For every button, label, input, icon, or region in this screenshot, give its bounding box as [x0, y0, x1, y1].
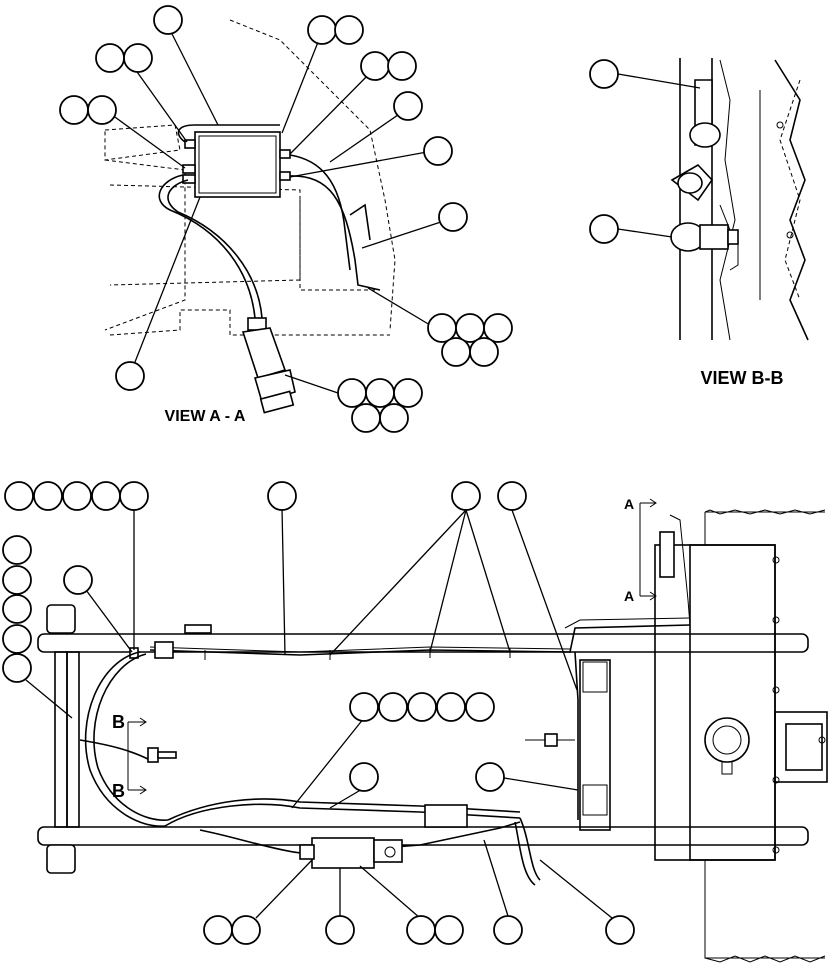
callout-bubble [589, 59, 619, 89]
valve-block-upper [424, 804, 468, 828]
callout-bubble [325, 915, 355, 945]
main-frame-view [2, 481, 828, 963]
callout-bubble [119, 481, 149, 511]
view-a-detail [59, 5, 513, 433]
callout-bubble [2, 594, 32, 624]
callout-bubble [434, 915, 464, 945]
section-mark-a-top: A [624, 496, 634, 512]
callout-bubble [2, 624, 32, 654]
callout-bubble [4, 481, 34, 511]
callout-bubble [63, 565, 93, 595]
valve-block-lower [311, 837, 375, 869]
callout-bubble [407, 692, 437, 722]
callout-bubble [465, 692, 495, 722]
section-mark-b-bottom: B [112, 781, 125, 801]
section-mark-b-top: B [112, 712, 125, 732]
callout-bubble [365, 378, 395, 408]
callout-bubble [605, 915, 635, 945]
callout-bubble [91, 481, 121, 511]
callout-bubble [307, 15, 337, 45]
callout-bubble [2, 535, 32, 565]
callout-bubble [475, 762, 505, 792]
sensor-component [670, 204, 739, 271]
callout-bubble [436, 692, 466, 722]
callout-bubble [438, 202, 468, 232]
control-box [194, 131, 281, 198]
callout-bubble [378, 692, 408, 722]
view-b-detail [589, 58, 809, 341]
callout-bubble [483, 313, 513, 343]
view-a-title: VIEW A - A [165, 408, 246, 425]
callout-bubble [349, 762, 379, 792]
callout-bubble [334, 15, 364, 45]
callout-bubble [95, 43, 125, 73]
callout-bubble [451, 481, 481, 511]
callout-bubble [393, 91, 423, 121]
callout-bubble [493, 915, 523, 945]
callout-bubble [441, 337, 471, 367]
callout-bubble [62, 481, 92, 511]
callout-bubble [123, 43, 153, 73]
callout-bubble [406, 915, 436, 945]
callout-bubble [589, 214, 619, 244]
callout-bubble [349, 692, 379, 722]
callout-bubble [115, 361, 145, 391]
callout-bubble [337, 378, 367, 408]
callout-bubble [267, 481, 297, 511]
view-b-title: VIEW B-B [701, 368, 784, 388]
callout-bubble [231, 915, 261, 945]
callout-bubble [497, 481, 527, 511]
callout-bubble [59, 95, 89, 125]
callout-bubble [393, 378, 423, 408]
callout-bubble [469, 337, 499, 367]
callout-bubble [351, 403, 381, 433]
callout-bubble [33, 481, 63, 511]
callout-bubble [379, 403, 409, 433]
callout-bubble [203, 915, 233, 945]
callout-bubble [2, 565, 32, 595]
plug-connector [241, 317, 296, 414]
callout-bubble [423, 136, 453, 166]
section-mark-a-bottom: A [624, 588, 634, 604]
callout-bubble [360, 51, 390, 81]
callout-bubble [153, 5, 183, 35]
callout-bubble [387, 51, 417, 81]
callout-bubble [87, 95, 117, 125]
callout-bubble [2, 653, 32, 683]
